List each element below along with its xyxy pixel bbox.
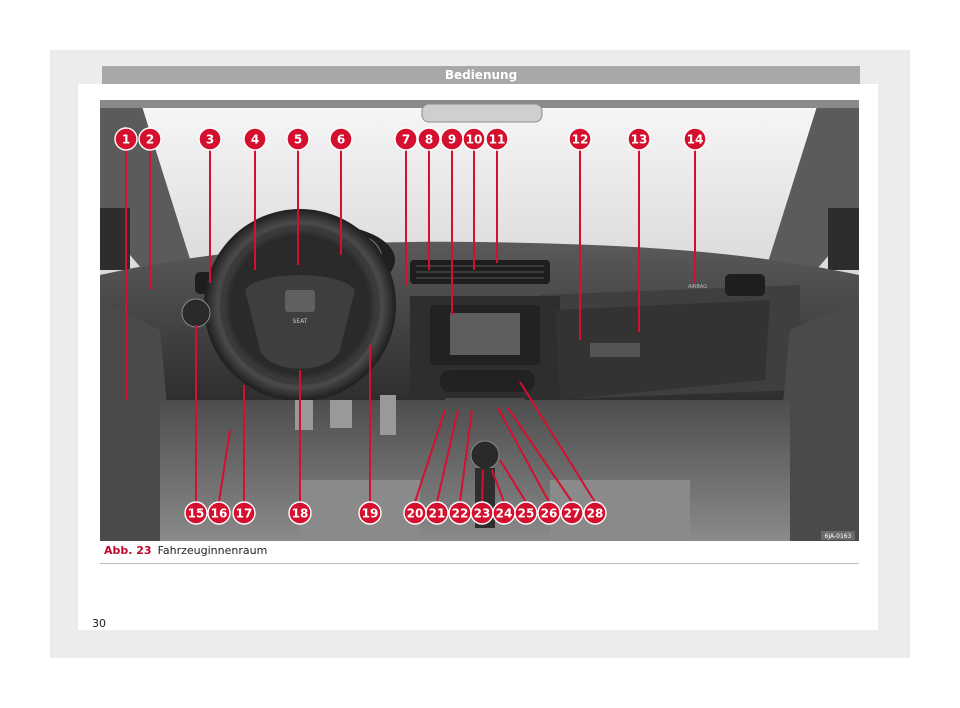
svg-text:26: 26 [541, 507, 558, 521]
callout-12: 12 [568, 127, 592, 151]
svg-text:7: 7 [402, 133, 410, 147]
svg-text:13: 13 [631, 133, 648, 147]
top-leader-lines [125, 149, 696, 400]
svg-text:6: 6 [337, 133, 345, 147]
svg-text:9: 9 [448, 133, 456, 147]
figure-caption-text: Fahrzeuginnenraum [157, 544, 268, 557]
callout-20: 20 [403, 501, 427, 525]
callout-16: 16 [207, 501, 231, 525]
right-outer-vent [725, 274, 765, 296]
callout-22: 22 [448, 501, 472, 525]
svg-text:24: 24 [496, 507, 513, 521]
svg-text:27: 27 [564, 507, 581, 521]
callout-28: 28 [583, 501, 607, 525]
svg-text:18: 18 [292, 507, 309, 521]
svg-text:17: 17 [236, 507, 253, 521]
bottom-leader-lines [195, 325, 596, 503]
callout-9: 9 [440, 127, 464, 151]
svg-text:8: 8 [425, 133, 433, 147]
callout-11: 11 [485, 127, 509, 151]
svg-text:15: 15 [188, 507, 205, 521]
svg-text:25: 25 [518, 507, 535, 521]
svg-text:23: 23 [474, 507, 491, 521]
callout-1: 1 [114, 127, 138, 151]
svg-text:5: 5 [294, 133, 302, 147]
callout-8: 8 [417, 127, 441, 151]
svg-text:28: 28 [587, 507, 604, 521]
figure-caption: Abb. 23 Fahrzeuginnenraum [104, 543, 267, 559]
callout-26: 26 [537, 501, 561, 525]
callout-27: 27 [560, 501, 584, 525]
clutch-pedal [295, 400, 313, 430]
svg-text:19: 19 [362, 507, 379, 521]
callout-21: 21 [425, 501, 449, 525]
callout-23: 23 [470, 501, 494, 525]
image-code-box [821, 531, 855, 540]
image-code: 6JA-0163 [825, 533, 852, 540]
svg-text:3: 3 [206, 133, 214, 147]
callout-6: 6 [329, 127, 353, 151]
seat-logo-text: SEAT [293, 318, 308, 325]
gear-knob [470, 440, 500, 470]
callout-19: 19 [358, 501, 382, 525]
rear-view-mirror [421, 103, 543, 123]
callout-18: 18 [288, 501, 312, 525]
svg-text:21: 21 [429, 507, 446, 521]
callout-15: 15 [184, 501, 208, 525]
svg-text:20: 20 [407, 507, 424, 521]
callout-10: 10 [462, 127, 486, 151]
climate-panel [440, 370, 535, 392]
callout-3: 3 [198, 127, 222, 151]
callout-13: 13 [627, 127, 651, 151]
callout-5: 5 [286, 127, 310, 151]
callout-24: 24 [492, 501, 516, 525]
caption-divider [100, 541, 859, 564]
right-side-mirror [828, 208, 859, 270]
svg-text:1: 1 [122, 133, 130, 147]
svg-text:10: 10 [466, 133, 483, 147]
accelerator-pedal [380, 395, 396, 435]
glove-box-handle [590, 343, 640, 357]
callout-4: 4 [243, 127, 267, 151]
airbag-label: AIRBAG [688, 284, 707, 290]
svg-text:22: 22 [452, 507, 469, 521]
callout-2: 2 [138, 127, 162, 151]
radio-screen [450, 313, 520, 355]
light-switch [181, 298, 211, 328]
callout-17: 17 [232, 501, 256, 525]
callout-7: 7 [394, 127, 418, 151]
vehicle-interior-figure: AIRBAG SEAT [100, 100, 859, 541]
svg-text:14: 14 [687, 133, 704, 147]
svg-text:16: 16 [211, 507, 228, 521]
brake-pedal [330, 400, 352, 428]
callout-14: 14 [683, 127, 707, 151]
seat-logo [285, 290, 315, 312]
page-number: 30 [92, 617, 106, 630]
figure-number: Abb. 23 [104, 544, 152, 557]
callout-25: 25 [514, 501, 538, 525]
section-header: Bedienung [102, 66, 860, 84]
svg-text:4: 4 [251, 133, 259, 147]
steering-hub [245, 275, 355, 369]
glove-box [555, 300, 770, 400]
right-door-panel [770, 300, 859, 541]
svg-text:11: 11 [489, 133, 506, 147]
svg-text:12: 12 [572, 133, 589, 147]
svg-text:2: 2 [146, 133, 154, 147]
